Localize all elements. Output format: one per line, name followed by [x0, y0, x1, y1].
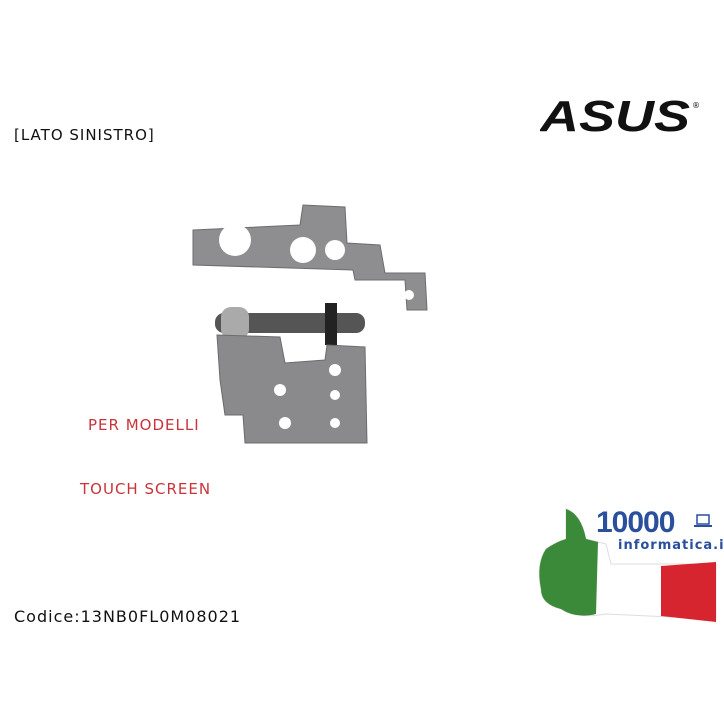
models-line-1: PER MODELLI [88, 416, 200, 434]
hinge-photo [192, 204, 428, 444]
shop-logo-number: 10000 [596, 506, 675, 539]
italian-flag-thumb-icon [538, 508, 717, 622]
product-code: Codice:13NB0FL0M08021 [14, 607, 242, 626]
laptop-icon [694, 514, 712, 527]
svg-text:®: ® [692, 101, 700, 110]
side-label: [LATO SINISTRO] [14, 126, 155, 144]
models-line-2: TOUCH SCREEN [80, 480, 212, 498]
svg-text:ASUS: ASUS [540, 96, 690, 136]
shop-logo-domain: informatica.it [618, 538, 724, 553]
asus-logo: ASUS ® [540, 96, 700, 136]
